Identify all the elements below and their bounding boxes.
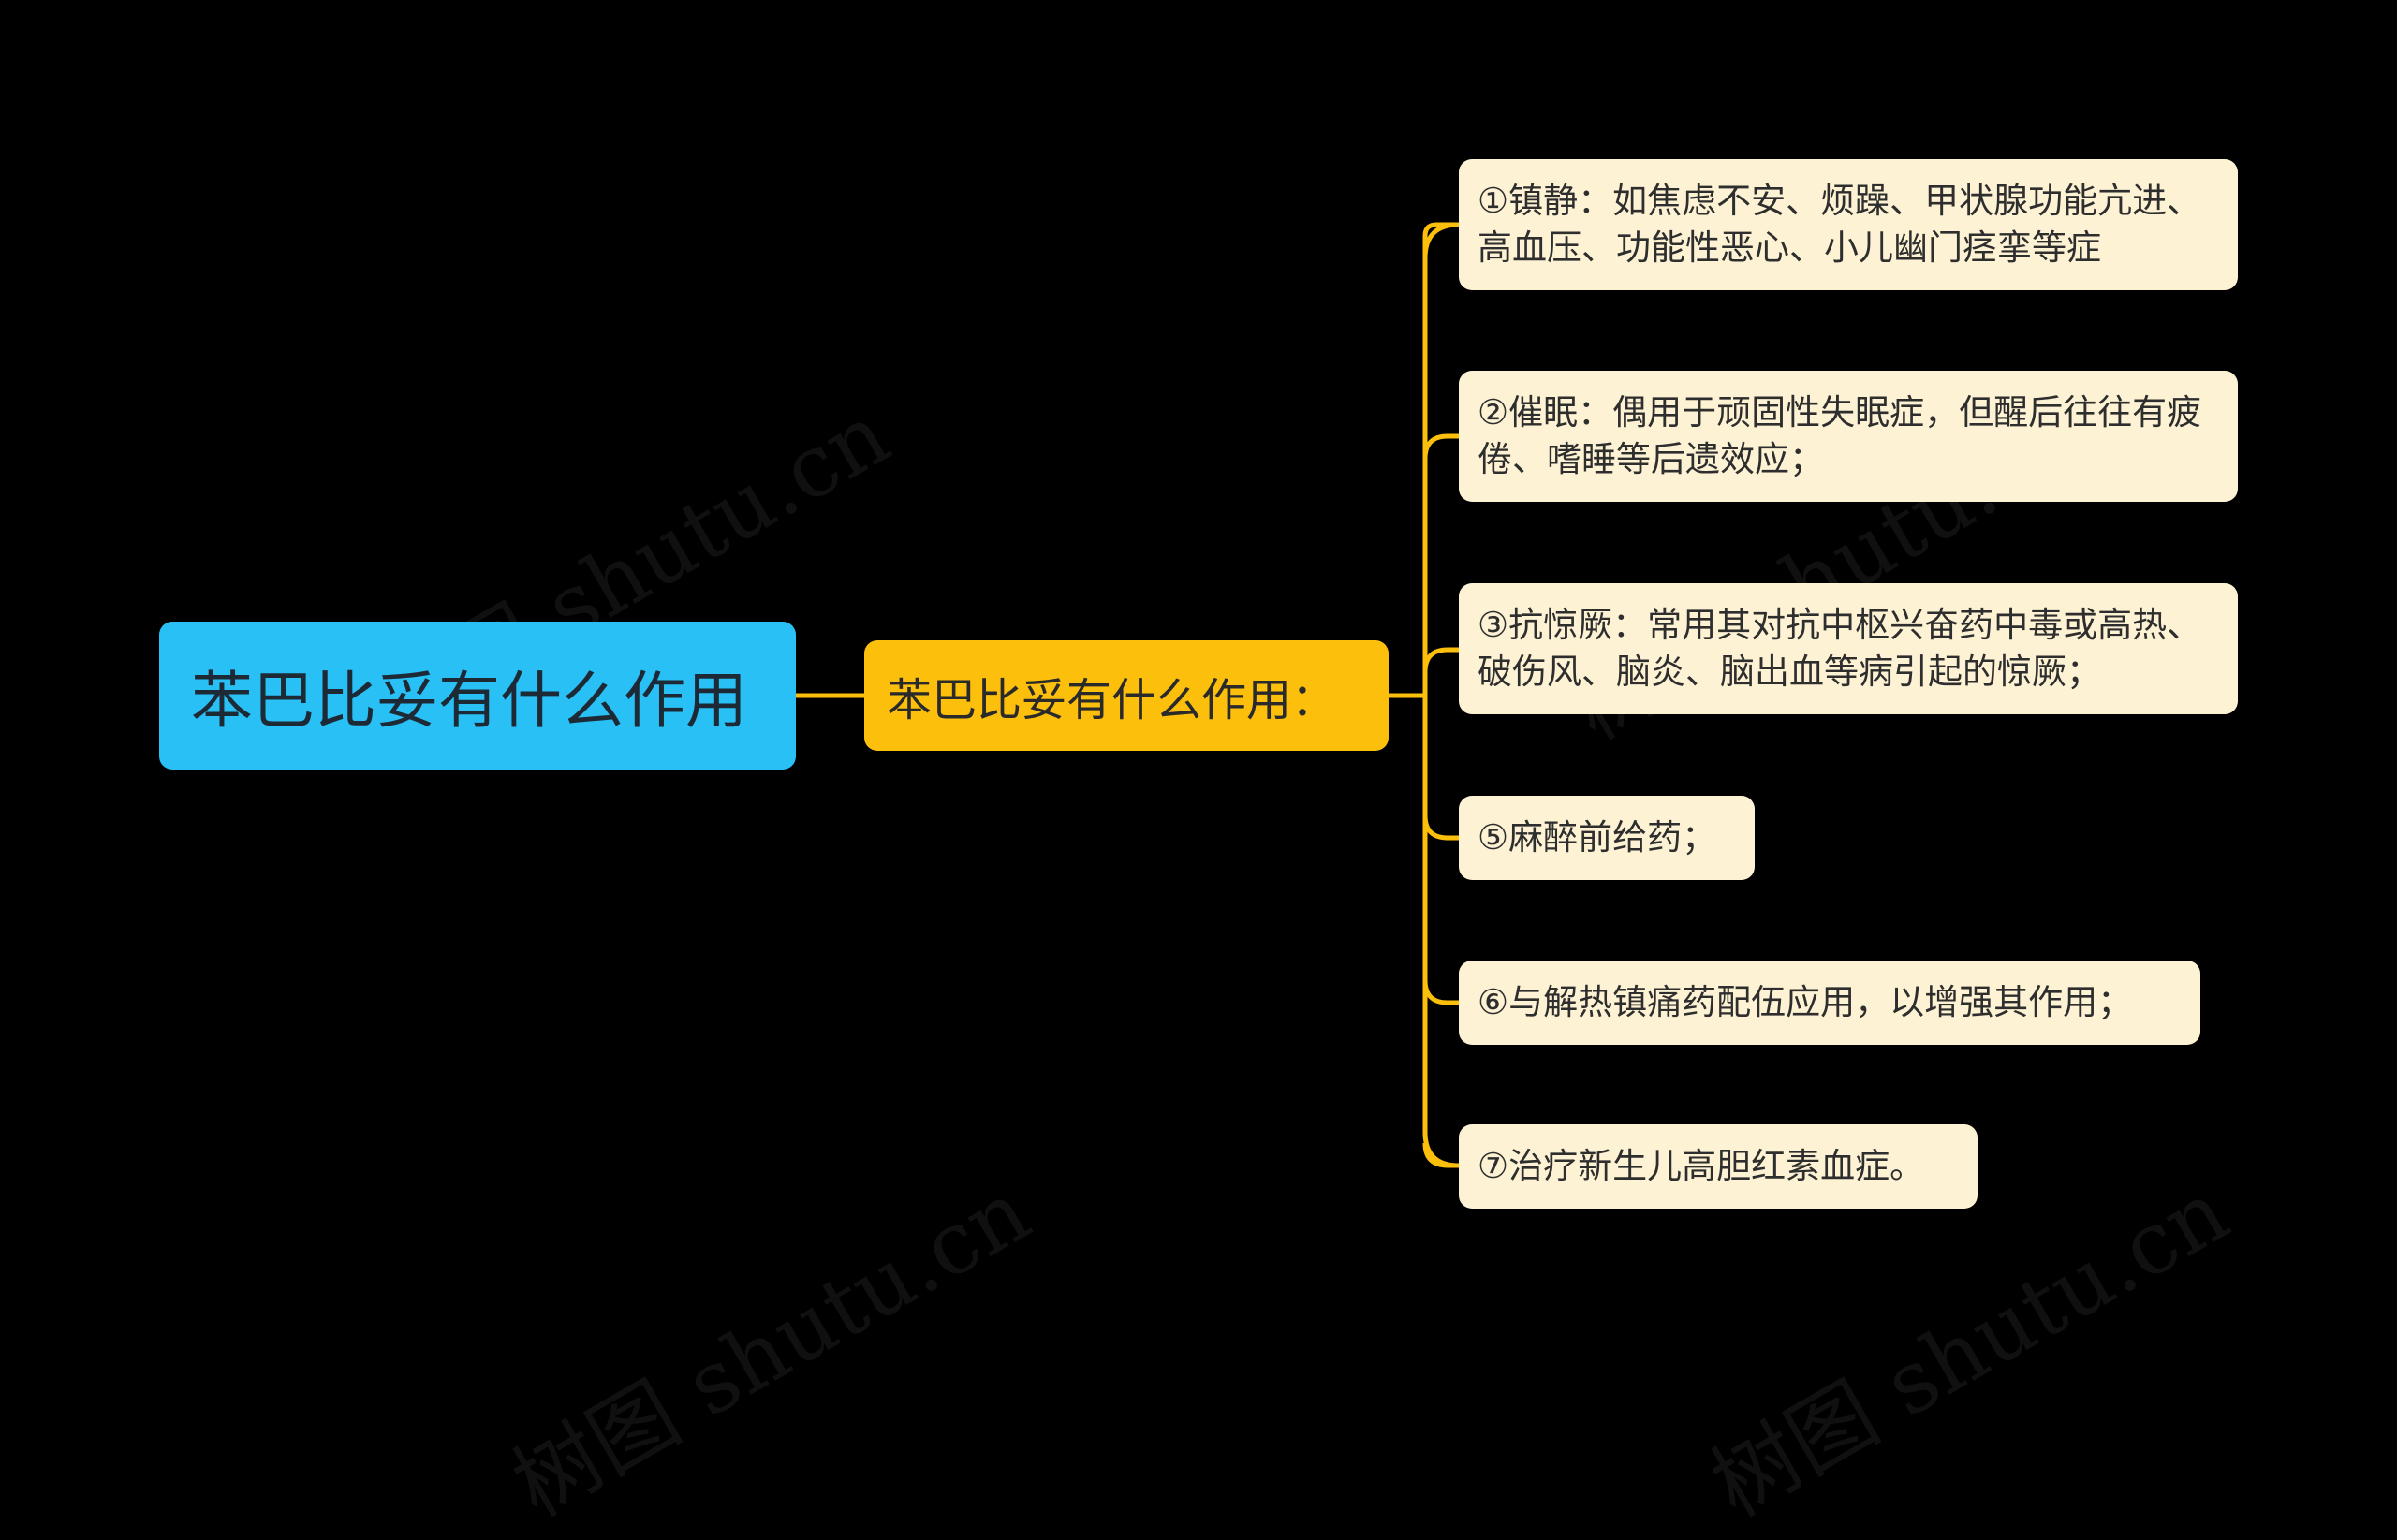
leaf-node-6[interactable]: ⑦治疗新生儿高胆红素血症。 xyxy=(1459,1124,1978,1209)
leaf-node-4[interactable]: ⑤麻醉前给药； xyxy=(1459,796,1755,880)
root-node-label: 苯巴比妥有什么作用 xyxy=(191,665,747,737)
leaf-1-connector xyxy=(1422,222,1459,258)
connector-lines xyxy=(796,222,1460,1168)
mind-map-canvas: 树图 shutu.cn 树图 shutu.cn 树图 shutu.cn 树图 s… xyxy=(159,159,2244,1536)
branch-node[interactable]: 苯巴比妥有什么作用： xyxy=(864,640,1389,751)
trunk-connector xyxy=(1422,222,1460,1168)
leaf-6-connector xyxy=(1422,1142,1459,1168)
leaf-node-5[interactable]: ⑥与解热镇痛药配伍应用，以增强其作用； xyxy=(1459,961,2200,1045)
leaf-5-connector xyxy=(1422,979,1459,1005)
leaf-node-6-text: ⑦治疗新生儿高胆红素血症。 xyxy=(1478,1146,1925,1186)
branch-node-label: 苯巴比妥有什么作用： xyxy=(887,674,1337,726)
leaf-node-2[interactable]: ②催眠：偶用于顽固性失眠症，但醒后往往有疲倦、嗜睡等后遗效应； xyxy=(1459,371,2238,502)
leaf-node-1-text: ①镇静：如焦虑不安、烦躁、甲状腺功能亢进、高血压、功能性恶心、小儿幽门痉挛等症 xyxy=(1478,181,2202,268)
leaf-4-connector xyxy=(1422,814,1459,841)
leaf-node-3-text: ③抗惊厥：常用其对抗中枢兴奋药中毒或高热、破伤风、脑炎、脑出血等病引起的惊厥； xyxy=(1478,605,2202,692)
leaf-node-1[interactable]: ①镇静：如焦虑不安、烦躁、甲状腺功能亢进、高血压、功能性恶心、小儿幽门痉挛等症 xyxy=(1459,159,2238,290)
leaf-node-5-text: ⑥与解热镇痛药配伍应用，以增强其作用； xyxy=(1478,982,2133,1022)
leaf-node-2-text: ②催眠：偶用于顽固性失眠症，但醒后往往有疲倦、嗜睡等后遗效应； xyxy=(1478,392,2202,479)
root-node[interactable]: 苯巴比妥有什么作用 xyxy=(159,622,796,770)
leaf-node-3[interactable]: ③抗惊厥：常用其对抗中枢兴奋药中毒或高热、破伤风、脑炎、脑出血等病引起的惊厥； xyxy=(1459,583,2238,714)
leaf-node-4-text: ⑤麻醉前给药； xyxy=(1478,817,1717,858)
leaf-3-connector xyxy=(1422,647,1459,673)
leaf-2-connector xyxy=(1422,433,1459,460)
